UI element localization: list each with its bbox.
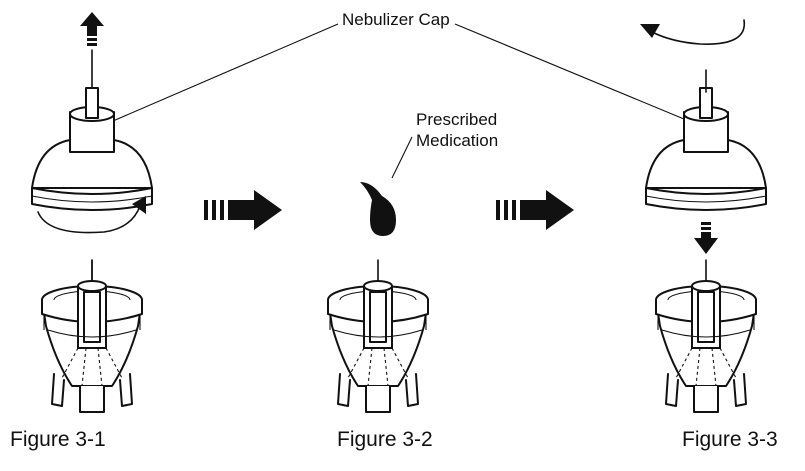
medication-drop-icon	[360, 182, 396, 236]
rotate-arrow-icon-2	[640, 19, 746, 45]
process-arrow-icon	[204, 190, 282, 230]
prescribed-medication-label: Prescribed Medication	[416, 109, 498, 151]
process-arrow-icon-2	[496, 190, 574, 230]
leader-line-medication	[391, 136, 413, 179]
leader-line-cap-left	[105, 23, 339, 125]
nebulizer-cap-3	[645, 87, 767, 211]
medication-cup-3	[655, 259, 757, 413]
prescribed-medication-line2: Medication	[416, 131, 499, 150]
figure-caption-2: Figure 3-2	[337, 428, 433, 451]
figure-caption-3: Figure 3-3	[682, 428, 778, 451]
rotate-arrow-icon	[37, 196, 146, 234]
medication-cup-1	[41, 259, 143, 413]
nebulizer-cap-1	[31, 87, 153, 211]
down-arrow-icon	[694, 222, 718, 254]
prescribed-medication-line1: Prescribed	[416, 110, 498, 129]
nebulizer-cap-label: Nebulizer Cap	[342, 10, 450, 29]
up-arrow-icon	[80, 12, 104, 46]
leader-line-cap-right	[454, 23, 697, 125]
figure-caption-1: Figure 3-1	[10, 428, 106, 451]
medication-cup-2	[327, 259, 429, 413]
